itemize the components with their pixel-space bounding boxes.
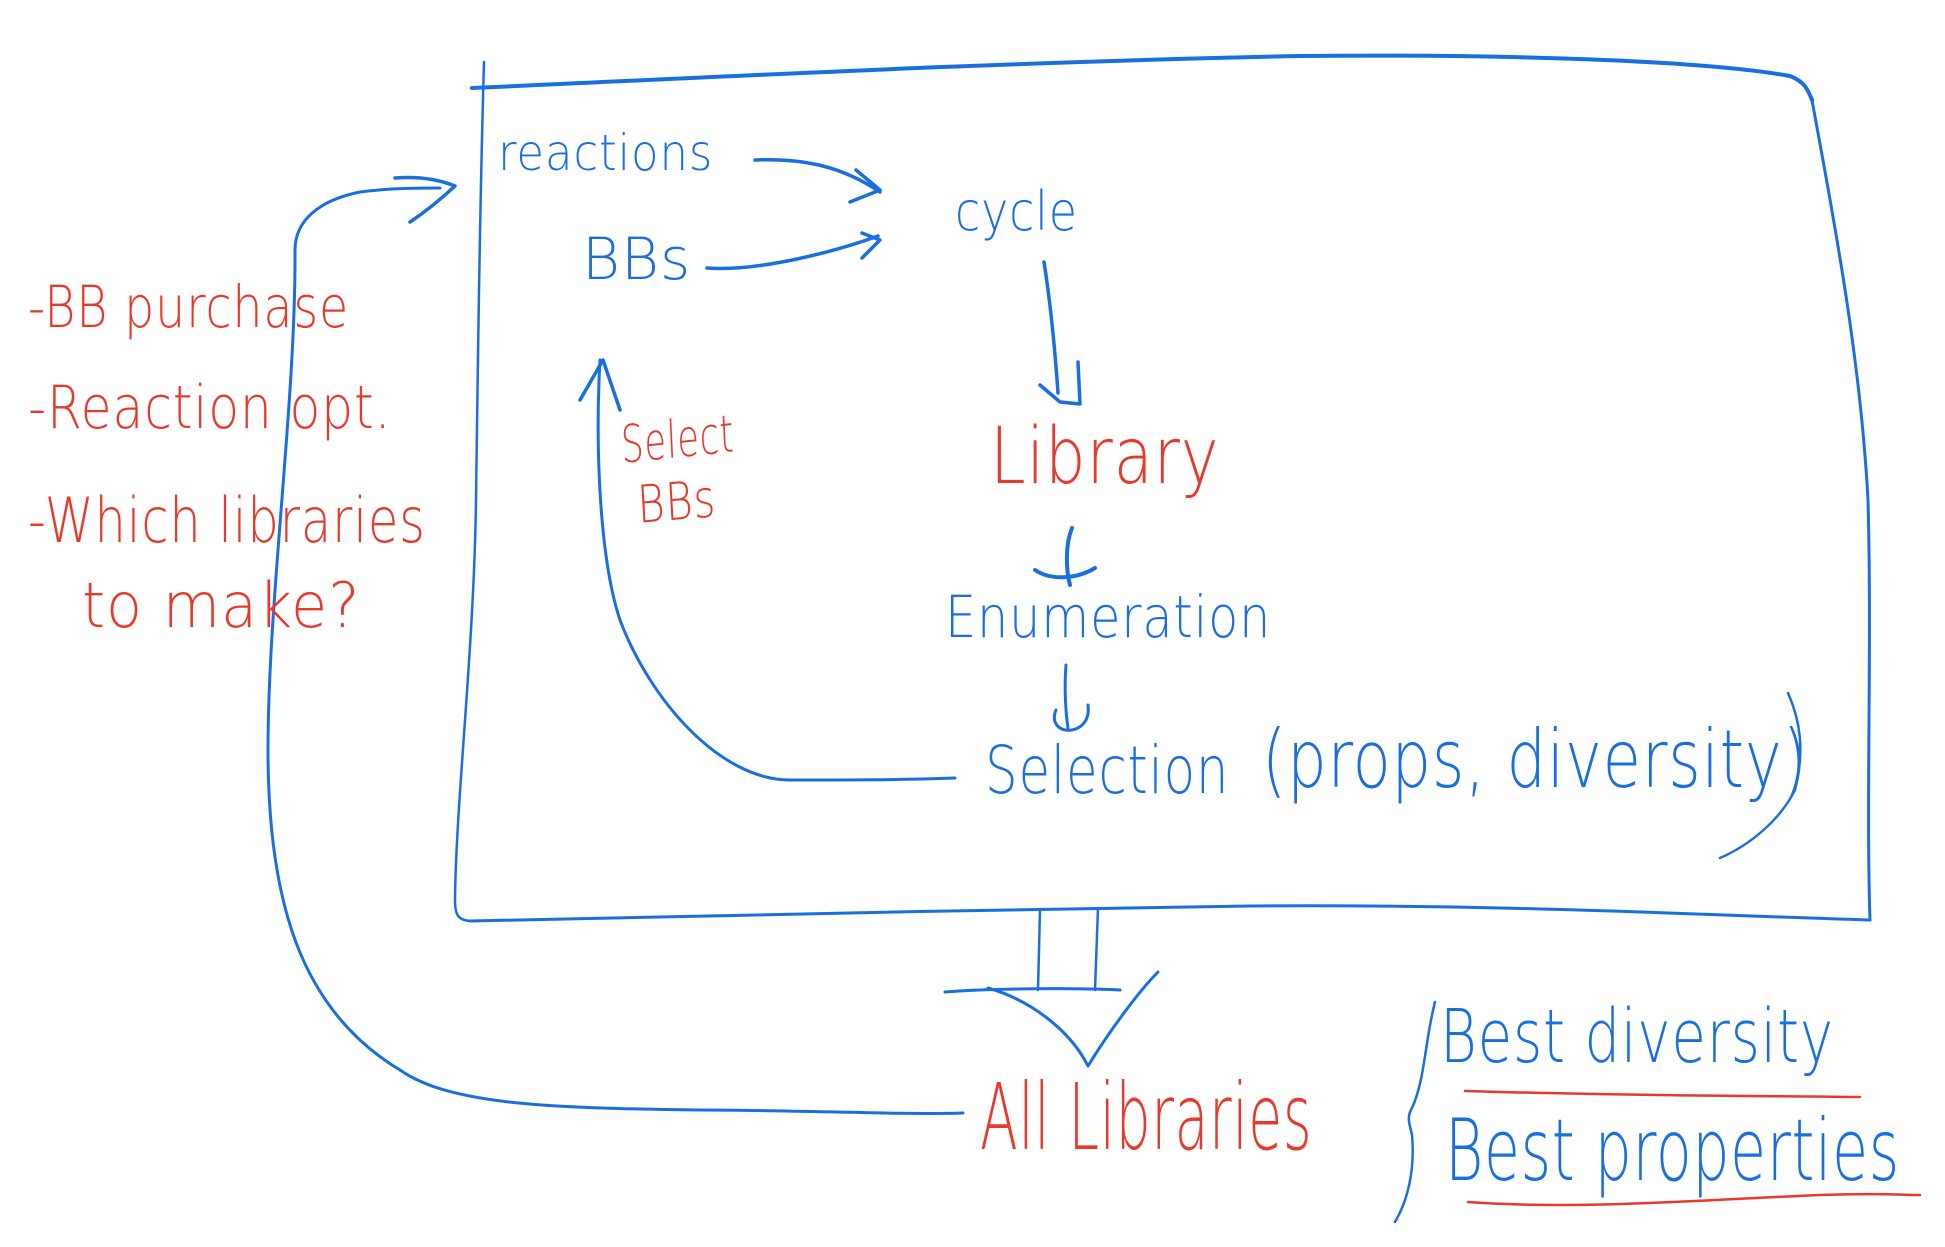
process-box-top-edge — [470, 53, 1814, 102]
selection-to-bbs-arrowhead — [578, 358, 622, 412]
node-bbs: BBs — [582, 225, 692, 293]
reactions-to-cycle-arrow — [753, 157, 882, 194]
selection-close-paren-tail — [1718, 691, 1802, 860]
node-enumeration: Enumeration — [945, 583, 1272, 651]
node-library: Library — [990, 412, 1220, 502]
cycle-to-library-arrow — [1042, 260, 1060, 395]
note-reaction-optimization: -Reaction opt. — [28, 373, 392, 443]
best-diversity-underline — [1463, 1089, 1862, 1099]
node-cycle: cycle — [955, 180, 1078, 243]
reactions-to-cycle-arrowhead — [848, 168, 882, 204]
node-reactions: reactions — [498, 124, 714, 182]
note-to-make: to make? — [82, 569, 361, 642]
box-to-all-libraries-arrowhead — [943, 970, 1160, 1068]
label-select-bbs-line2: BBs — [635, 469, 718, 536]
note-which-libraries: -Which libraries — [28, 484, 426, 557]
all-libraries-to-reactions-arrowhead — [393, 175, 457, 224]
label-select-bbs-line1: Select — [619, 404, 736, 476]
best-properties-underline — [1466, 1192, 1922, 1207]
process-box-bottom-edge — [468, 904, 1872, 923]
process-box-left-edge — [453, 60, 486, 923]
cycle-to-library-arrowhead — [1038, 360, 1082, 406]
process-box-right-edge — [1810, 98, 1872, 922]
library-to-enumeration-arrow — [1033, 526, 1097, 587]
selection-criteria: (props, diversity) — [1262, 713, 1808, 806]
all-libraries-to-reactions-loop — [266, 186, 965, 1115]
note-bb-purchase: -BB purchase — [28, 273, 350, 341]
box-to-all-libraries-arrow-shaft-left — [1036, 908, 1042, 992]
box-to-all-libraries-arrow-shaft-right — [1093, 906, 1100, 992]
node-selection: Selection — [985, 732, 1230, 809]
bbs-to-cycle-arrow — [705, 234, 880, 271]
bbs-to-cycle-arrowhead — [860, 231, 882, 260]
node-all-libraries: All Libraries — [980, 1064, 1313, 1171]
output-options-brace — [1393, 1000, 1437, 1224]
option-best-properties: Best properties — [1445, 1101, 1900, 1201]
selection-to-bbs-feedback-arrow — [596, 358, 957, 782]
option-best-diversity: Best diversity — [1440, 994, 1834, 1080]
enumeration-to-selection-arrow — [1053, 663, 1090, 732]
